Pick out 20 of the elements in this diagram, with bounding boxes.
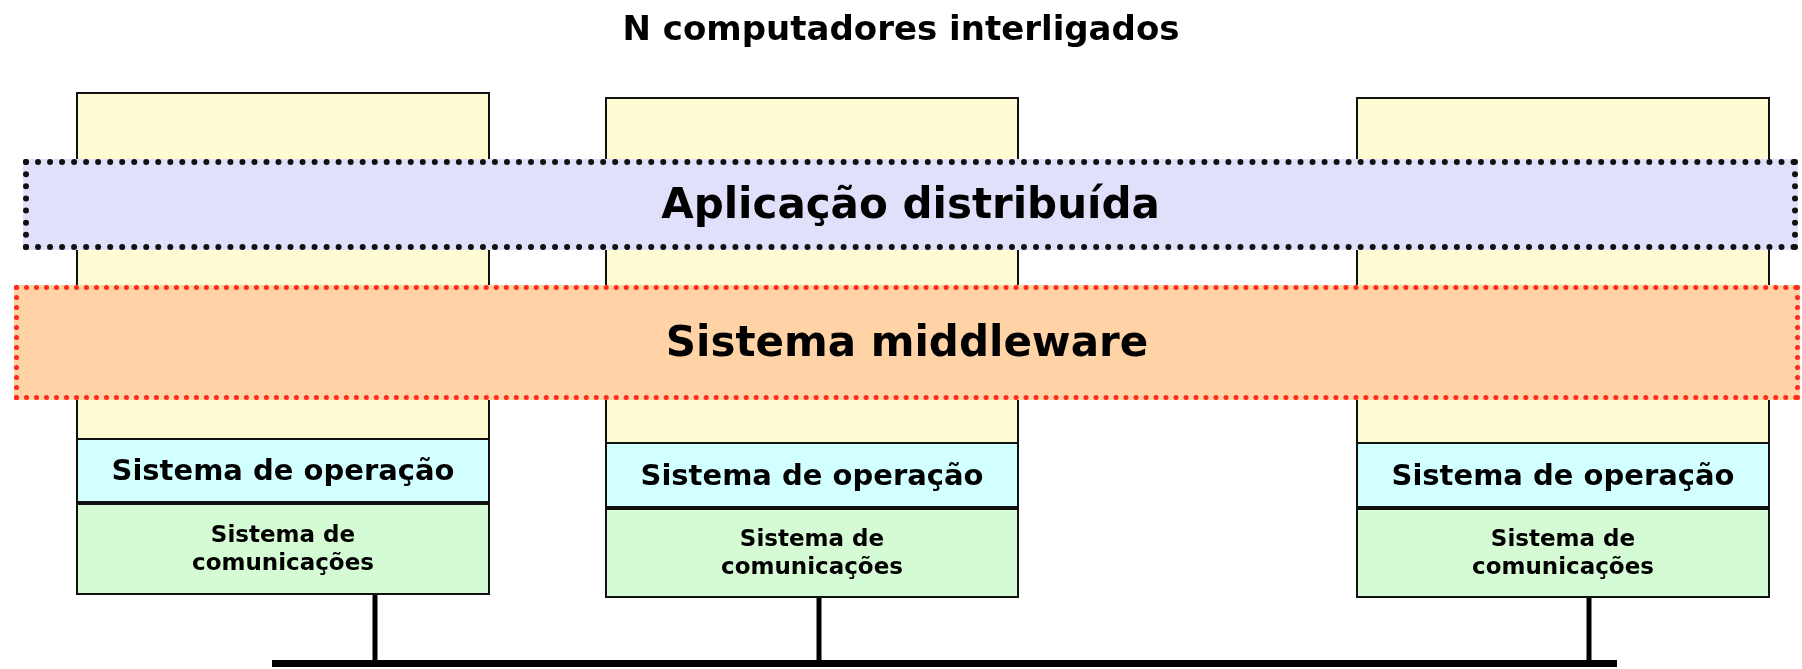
layer-label: Sistema de comunicações	[720, 525, 904, 581]
application-layer-band	[23, 159, 1798, 250]
diagram-title: N computadores interligados	[622, 8, 1180, 48]
layer-label: Sistema de comunicações	[1471, 525, 1655, 581]
os-layer-box	[605, 442, 1019, 508]
communications-layer-box	[76, 503, 490, 595]
layer-label: Sistema de comunicações	[191, 521, 375, 577]
connector-line	[816, 598, 822, 660]
communications-layer-box	[1356, 508, 1770, 598]
layer-label: Sistema de operação	[111, 453, 455, 488]
connector-line	[372, 595, 378, 660]
os-layer-box	[1356, 442, 1770, 508]
layer-label: Sistema de operação	[1391, 457, 1735, 493]
layer-label: Sistema middleware	[665, 317, 1149, 368]
layer-label: Aplicação distribuída	[661, 179, 1160, 230]
layer-label: Sistema de operação	[640, 457, 984, 493]
connector-line	[1586, 598, 1592, 660]
middleware-layer-band	[14, 285, 1800, 400]
os-layer-box	[76, 438, 490, 503]
communications-layer-box	[605, 508, 1019, 598]
